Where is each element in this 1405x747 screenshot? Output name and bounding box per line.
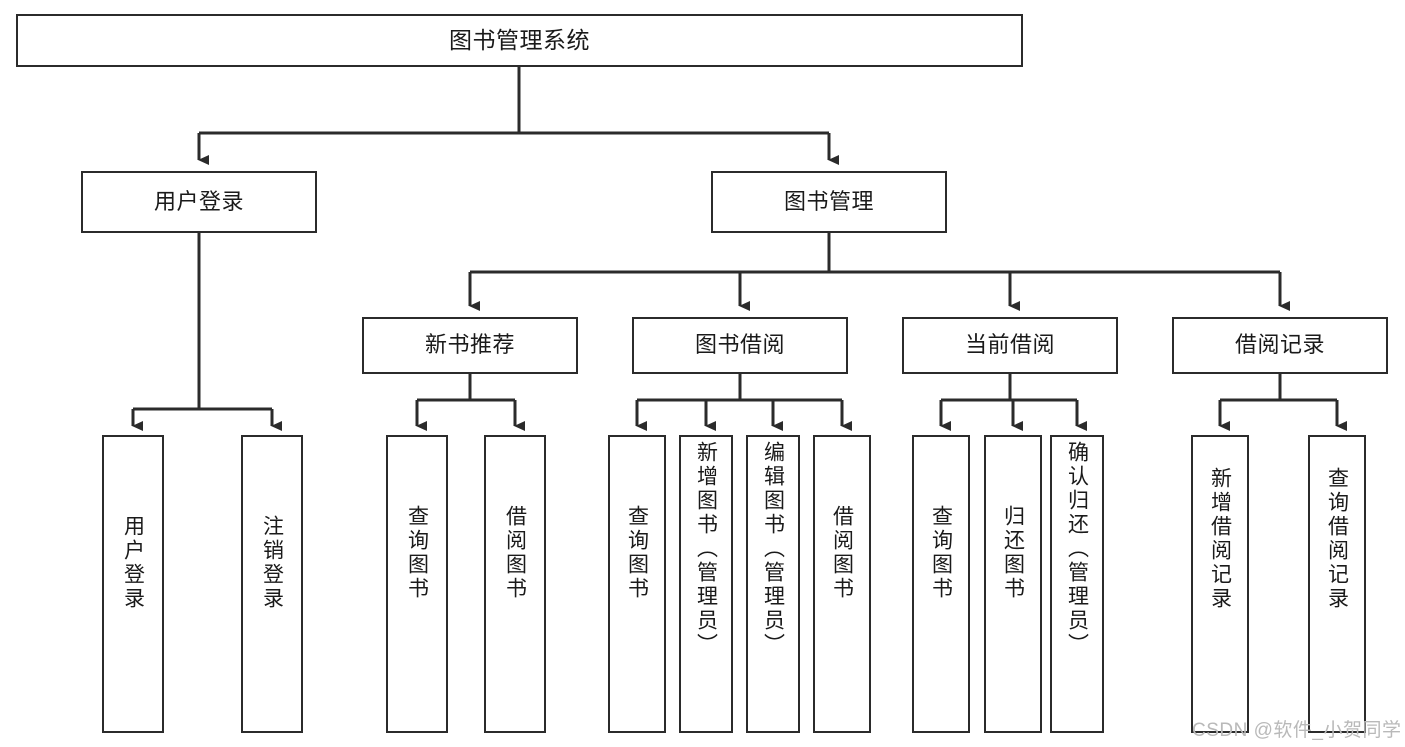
- node-current-borrow[interactable]: 当前借阅: [902, 317, 1118, 374]
- node-leaf-borrow-book-2-label: 借阅图书: [830, 505, 854, 601]
- node-leaf-query-borrow-record-label: 查询借阅记录: [1325, 467, 1349, 611]
- node-current-borrow-label: 当前借阅: [964, 332, 1055, 358]
- node-root-label: 图书管理系统: [449, 26, 590, 53]
- node-leaf-user-logout[interactable]: 注销登录: [241, 435, 303, 733]
- node-leaf-confirm-return-admin[interactable]: 确认归还（管理员）: [1050, 435, 1104, 733]
- node-leaf-query-book-2[interactable]: 查询图书: [608, 435, 666, 733]
- node-leaf-user-login[interactable]: 用户登录: [102, 435, 164, 733]
- node-leaf-borrow-book-1-label: 借阅图书: [503, 505, 527, 601]
- node-leaf-query-book-1-label: 查询图书: [405, 505, 429, 601]
- node-book-borrow[interactable]: 图书借阅: [632, 317, 848, 374]
- edge-group-book-manage: [468, 233, 1290, 311]
- node-leaf-borrow-book-2[interactable]: 借阅图书: [813, 435, 871, 733]
- node-leaf-query-borrow-record[interactable]: 查询借阅记录: [1308, 435, 1366, 733]
- node-borrow-record-label: 借阅记录: [1234, 332, 1325, 358]
- watermark: CSDN @软件_小贺同学: [1192, 720, 1402, 741]
- node-leaf-query-book-3[interactable]: 查询图书: [912, 435, 970, 733]
- edge-group-user-login: [131, 233, 282, 431]
- node-book-manage-label: 图书管理: [783, 188, 874, 214]
- edge-group-borrow-record: [1218, 374, 1347, 431]
- node-user-login[interactable]: 用户登录: [81, 171, 317, 233]
- node-root[interactable]: 图书管理系统: [16, 14, 1023, 67]
- node-leaf-query-book-3-label: 查询图书: [929, 505, 953, 601]
- node-leaf-add-borrow-record-label: 新增借阅记录: [1208, 467, 1232, 611]
- node-leaf-query-book-2-label: 查询图书: [625, 505, 649, 601]
- node-leaf-add-book-admin[interactable]: 新增图书（管理员）: [679, 435, 733, 733]
- node-leaf-return-book-label: 归还图书: [1001, 505, 1025, 601]
- node-leaf-add-book-admin-label: 新增图书（管理员）: [694, 441, 718, 657]
- edge-group-new-book-recommend: [415, 374, 525, 431]
- node-leaf-confirm-return-admin-label: 确认归还（管理员）: [1065, 441, 1089, 657]
- node-book-manage[interactable]: 图书管理: [711, 171, 947, 233]
- edge-group-root: [197, 67, 839, 165]
- node-leaf-return-book[interactable]: 归还图书: [984, 435, 1042, 733]
- edge-group-current-borrow: [939, 374, 1087, 431]
- node-new-book-recommend-label: 新书推荐: [424, 332, 515, 358]
- node-leaf-borrow-book-1[interactable]: 借阅图书: [484, 435, 546, 733]
- node-user-login-label: 用户登录: [153, 188, 244, 214]
- node-leaf-edit-book-admin-label: 编辑图书（管理员）: [761, 441, 785, 657]
- node-leaf-add-borrow-record[interactable]: 新增借阅记录: [1191, 435, 1249, 733]
- node-new-book-recommend[interactable]: 新书推荐: [362, 317, 578, 374]
- edge-group-book-borrow: [635, 374, 852, 431]
- node-leaf-query-book-1[interactable]: 查询图书: [386, 435, 448, 733]
- node-leaf-edit-book-admin[interactable]: 编辑图书（管理员）: [746, 435, 800, 733]
- node-leaf-user-logout-label: 注销登录: [260, 515, 284, 611]
- node-leaf-user-login-label: 用户登录: [121, 515, 145, 611]
- node-borrow-record[interactable]: 借阅记录: [1172, 317, 1388, 374]
- node-book-borrow-label: 图书借阅: [694, 332, 785, 358]
